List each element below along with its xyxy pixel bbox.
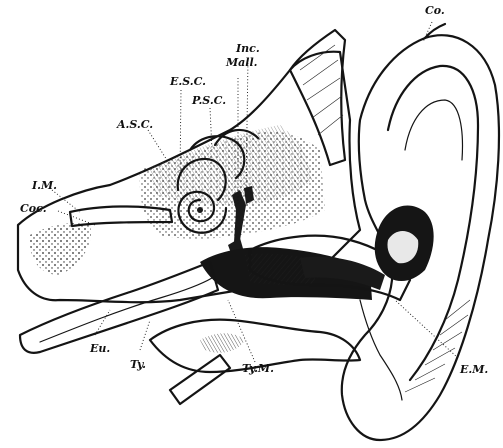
label-mall: Mall. — [225, 56, 258, 69]
label-asc: A.S.C. — [116, 118, 153, 131]
label-im: I.M. — [31, 179, 57, 192]
label-eu: Eu. — [89, 342, 110, 355]
label-co: Co. — [425, 4, 445, 17]
label-coc: Coc. — [20, 202, 47, 215]
label-em: E.M. — [459, 363, 488, 376]
eustachian-tube — [20, 262, 218, 353]
label-psc: P.S.C. — [191, 94, 226, 107]
label-inc: Inc. — [235, 42, 260, 55]
label-tym: Ty.M. — [242, 362, 274, 375]
label-ty: Ty. — [130, 358, 146, 371]
auricle — [342, 35, 499, 440]
label-esc: E.S.C. — [169, 75, 206, 88]
